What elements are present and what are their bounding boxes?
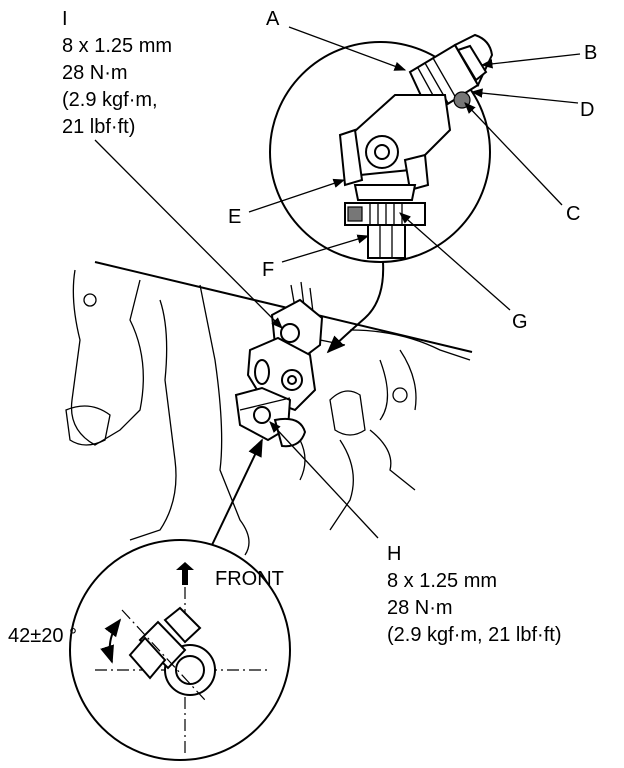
callout-d: D — [580, 99, 594, 121]
callout-b: B — [584, 42, 597, 64]
front-label: FRONT — [215, 568, 284, 590]
callout-f: F — [262, 259, 274, 281]
detail-circle-lower — [69, 539, 291, 761]
bolt-i-torque-nm: 28 N·m — [62, 62, 128, 84]
bolt-h-size: 8 x 1.25 mm — [387, 570, 497, 592]
callout-a: A — [266, 8, 280, 30]
callout-c: C — [566, 203, 580, 225]
bolt-h-torque-imperial: (2.9 kgf·m, 21 lbf·ft) — [387, 624, 562, 646]
callout-i: I — [62, 8, 68, 30]
bolt-i-torque-lbf: 21 lbf·ft) — [62, 116, 135, 138]
callout-g: G — [512, 311, 528, 333]
bolt-h-torque-nm: 28 N·m — [387, 597, 453, 619]
callout-h: H — [387, 543, 401, 565]
steering-joint-assembly — [234, 281, 324, 448]
detail-link-arrow-lower — [211, 438, 263, 546]
bolt-i-size: 8 x 1.25 mm — [62, 35, 172, 57]
front-arrow-icon — [176, 562, 194, 585]
leader-lines — [94, 26, 581, 539]
detail-link-arrow-upper — [326, 261, 385, 354]
callout-e: E — [228, 206, 241, 228]
angle-label: 42±20 ° — [8, 625, 77, 647]
bolt-i-torque-kgf: (2.9 kgf·m, — [62, 89, 158, 111]
detail-circle-upper — [269, 33, 494, 263]
